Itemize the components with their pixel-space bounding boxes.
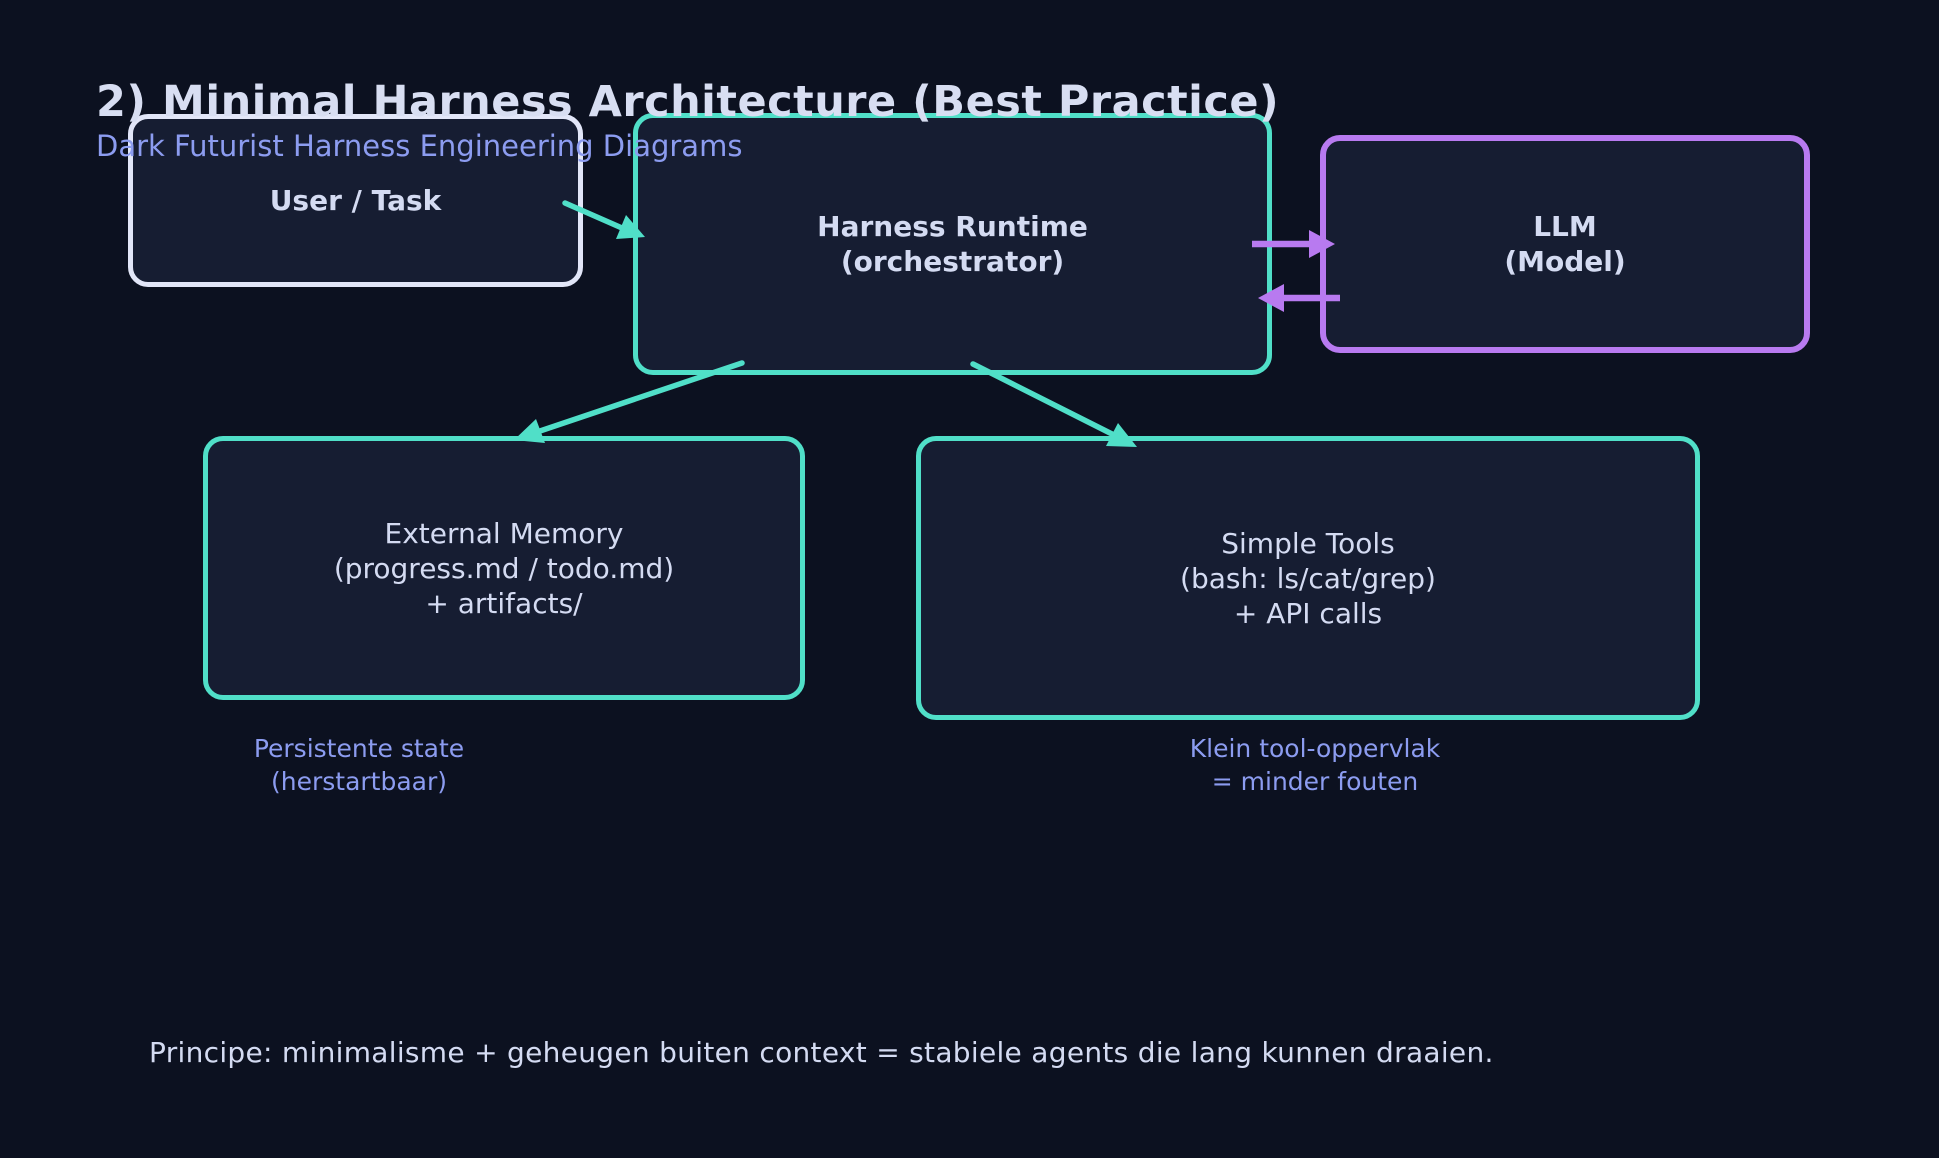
node-external-memory: External Memory (progress.md / todo.md) …	[203, 436, 805, 700]
node-external-memory-label: External Memory (progress.md / todo.md) …	[333, 516, 675, 620]
node-harness-runtime-label: Harness Runtime (orchestrator)	[817, 210, 1088, 278]
node-user-task: User / Task	[128, 114, 583, 287]
node-user-task-label: User / Task	[269, 184, 442, 217]
node-harness-runtime: Harness Runtime (orchestrator)	[633, 113, 1272, 375]
principle-note: Principe: minimalisme + geheugen buiten …	[149, 1036, 1494, 1069]
memory-note: Persistente state (herstartbaar)	[253, 734, 465, 796]
node-simple-tools: Simple Tools (bash: ls/cat/grep) + API c…	[916, 436, 1700, 720]
node-llm-label: LLM (Model)	[1504, 210, 1626, 278]
node-simple-tools-label: Simple Tools (bash: ls/cat/grep) + API c…	[1180, 526, 1436, 630]
page-subtitle: Dark Futurist Harness Engineering Diagra…	[96, 129, 743, 163]
node-llm: LLM (Model)	[1320, 135, 1810, 353]
tools-note: Klein tool-oppervlak = minder fouten	[1189, 734, 1441, 796]
arrow-harness-to-memory	[514, 360, 745, 443]
page-title: 2) Minimal Harness Architecture (Best Pr…	[96, 77, 1280, 127]
arrow-harness-to-tools	[970, 361, 1137, 447]
